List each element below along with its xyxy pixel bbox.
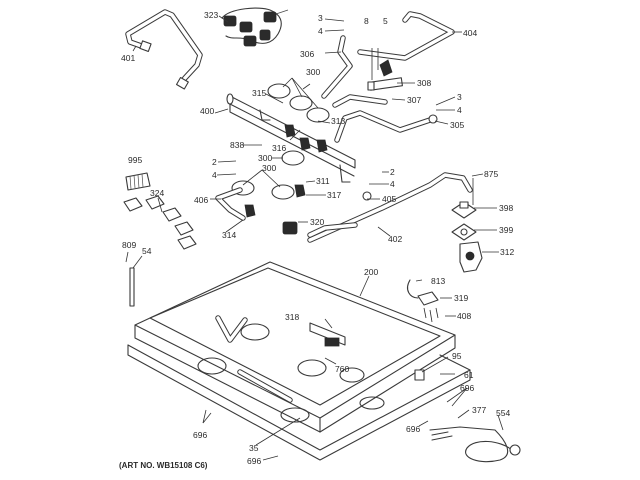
gas-tube-401[interactable] bbox=[125, 9, 203, 90]
callout-61[interactable]: 61 bbox=[464, 370, 474, 380]
callout-320[interactable]: 320 bbox=[310, 217, 324, 227]
callout-838[interactable]: 838 bbox=[230, 140, 244, 150]
callout-54[interactable]: 54 bbox=[142, 246, 152, 256]
callout-404[interactable]: 404 bbox=[463, 28, 477, 38]
callout-35[interactable]: 35 bbox=[249, 443, 259, 453]
callout-3[interactable]: 3 bbox=[318, 13, 323, 23]
callout-696[interactable]: 696 bbox=[460, 383, 474, 393]
callout-760[interactable]: 760 bbox=[335, 364, 349, 374]
callout-405[interactable]: 405 bbox=[382, 194, 396, 204]
callout-305[interactable]: 305 bbox=[450, 120, 464, 130]
callout-3[interactable]: 3 bbox=[457, 92, 462, 102]
gas-tube-305[interactable] bbox=[332, 94, 438, 143]
callout-312[interactable]: 312 bbox=[500, 247, 514, 257]
callout-308[interactable]: 308 bbox=[417, 78, 431, 88]
callout-314[interactable]: 314 bbox=[222, 230, 236, 240]
leader-lines bbox=[125, 15, 504, 461]
callout-5[interactable]: 5 bbox=[383, 16, 388, 26]
base-tray bbox=[127, 344, 471, 461]
callout-8[interactable]: 8 bbox=[364, 16, 369, 26]
regulator-bracket-308[interactable] bbox=[367, 48, 403, 91]
callout-2[interactable]: 2 bbox=[212, 157, 217, 167]
callout-311[interactable]: 311 bbox=[316, 176, 330, 186]
insulation-strip-995[interactable] bbox=[125, 172, 151, 191]
callout-2[interactable]: 2 bbox=[390, 167, 395, 177]
callout-318[interactable]: 318 bbox=[285, 312, 299, 322]
callout-554[interactable]: 554 bbox=[496, 408, 510, 418]
gas-tube-404[interactable] bbox=[357, 11, 455, 61]
flange-398[interactable] bbox=[451, 178, 477, 219]
bracket-95[interactable] bbox=[414, 369, 425, 381]
callout-408[interactable]: 408 bbox=[457, 311, 471, 321]
callout-813[interactable]: 813 bbox=[431, 276, 445, 286]
callout-316[interactable]: 316 bbox=[272, 143, 286, 153]
callout-400[interactable]: 400 bbox=[200, 106, 214, 116]
gasket-399[interactable] bbox=[451, 223, 477, 241]
callout-696[interactable]: 696 bbox=[247, 456, 261, 466]
callout-306[interactable]: 306 bbox=[300, 49, 314, 59]
gas-tube-402[interactable] bbox=[307, 172, 473, 243]
callout-labels: 323 401 3 4 8 5 404 306 300 308 315 307 … bbox=[121, 10, 514, 466]
callout-317[interactable]: 317 bbox=[327, 190, 341, 200]
callout-313[interactable]: 313 bbox=[331, 116, 345, 126]
callout-399[interactable]: 399 bbox=[499, 225, 513, 235]
callout-4[interactable]: 4 bbox=[318, 26, 323, 36]
callout-4[interactable]: 4 bbox=[212, 170, 217, 180]
art-number: (ART NO. WB15108 C6) bbox=[119, 461, 208, 470]
callout-4[interactable]: 4 bbox=[390, 179, 395, 189]
callout-406[interactable]: 406 bbox=[194, 195, 208, 205]
callout-315[interactable]: 315 bbox=[252, 88, 266, 98]
callout-696[interactable]: 696 bbox=[406, 424, 420, 434]
callout-402[interactable]: 402 bbox=[388, 234, 402, 244]
callout-319[interactable]: 319 bbox=[454, 293, 468, 303]
callout-300[interactable]: 300 bbox=[258, 153, 272, 163]
spark-switch-bracket-318[interactable] bbox=[309, 322, 346, 347]
cooktop-pan-200[interactable] bbox=[134, 261, 456, 433]
callout-995[interactable]: 995 bbox=[128, 155, 142, 165]
callout-875[interactable]: 875 bbox=[484, 169, 498, 179]
callout-95[interactable]: 95 bbox=[452, 351, 462, 361]
callout-401[interactable]: 401 bbox=[121, 53, 135, 63]
callout-696[interactable]: 696 bbox=[193, 430, 207, 440]
terminal-block-319[interactable] bbox=[407, 279, 439, 323]
wiring-harness-323[interactable] bbox=[221, 7, 289, 47]
valves[interactable] bbox=[244, 124, 328, 235]
callout-809[interactable]: 809 bbox=[122, 240, 136, 250]
callout-323[interactable]: 323 bbox=[204, 10, 218, 20]
callout-307[interactable]: 307 bbox=[407, 95, 421, 105]
callout-324[interactable]: 324 bbox=[150, 188, 164, 198]
callout-377[interactable]: 377 bbox=[472, 405, 486, 415]
knobs-324[interactable] bbox=[123, 195, 197, 250]
gas-tube-306[interactable] bbox=[321, 35, 353, 99]
callout-200[interactable]: 200 bbox=[364, 267, 378, 277]
gas-tube-406[interactable] bbox=[215, 187, 246, 221]
pressure-regulator-312[interactable] bbox=[459, 241, 483, 273]
callout-300[interactable]: 300 bbox=[262, 163, 276, 173]
callout-398[interactable]: 398 bbox=[499, 203, 513, 213]
callout-300[interactable]: 300 bbox=[306, 67, 320, 77]
callout-4[interactable]: 4 bbox=[457, 105, 462, 115]
power-cord-554[interactable] bbox=[429, 426, 521, 463]
bracket-54[interactable] bbox=[129, 267, 135, 307]
burner-heads-300[interactable] bbox=[231, 83, 330, 200]
